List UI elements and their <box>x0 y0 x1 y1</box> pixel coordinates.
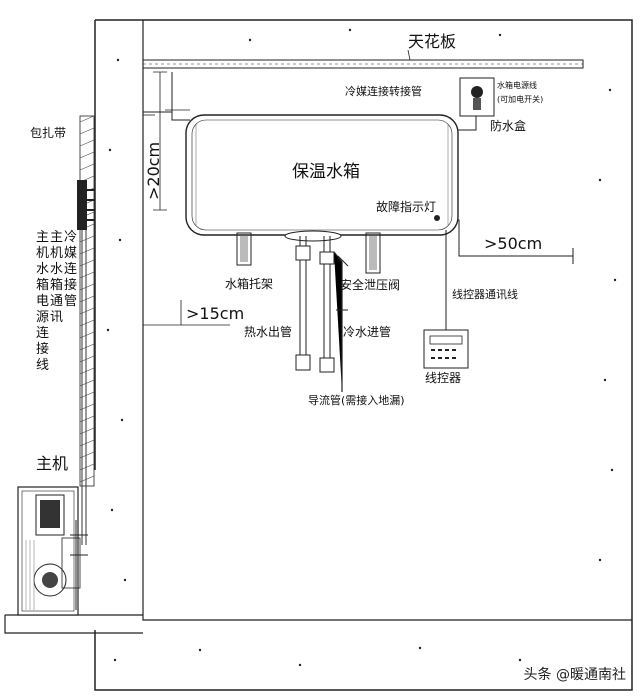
dim-left <box>143 300 230 326</box>
hot-out-label: 热水出管 <box>244 325 293 339</box>
dim-top <box>153 71 167 211</box>
controller-cable-label: 线控器通讯线 <box>452 288 518 301</box>
gap-left-label: >15cm <box>186 304 245 323</box>
right-wiring <box>423 77 574 369</box>
wrap-belt-label: 包扎带 <box>30 126 67 140</box>
tank-brackets <box>236 232 381 274</box>
refrigerant-pipe <box>143 72 190 121</box>
main-unit-label: 主机 <box>36 454 69 473</box>
outdoor-unit <box>17 486 88 616</box>
inner-room <box>142 20 632 621</box>
ceiling-label: 天花板 <box>408 32 457 51</box>
fault-lamp-label: 故障指示灯 <box>376 200 437 214</box>
drain-label: 导流管(需接入地漏) <box>308 394 405 407</box>
tank-label: 保温水箱 <box>292 162 360 182</box>
refrigerant-joint-label: 冷媒连接转接管 <box>345 85 422 98</box>
watermark: 头条 @暖通南社 <box>523 667 626 683</box>
pipe-bundle <box>77 180 95 545</box>
power-note-line1: 水箱电源线 <box>497 81 537 90</box>
left-wall-hatch <box>79 115 95 487</box>
tank-bracket-label: 水箱托架 <box>225 277 274 291</box>
tank-pipes <box>284 230 349 392</box>
cold-in-label: 冷水进管 <box>343 325 392 339</box>
vertical-label-col2: 主 机 水 箱 通 讯 <box>50 230 64 325</box>
vertical-label-col3: 冷 媒 连 接 管 <box>64 230 78 309</box>
power-note-line2: (可加电开关) <box>497 95 544 104</box>
outer-wall <box>94 19 633 691</box>
gap-top-label: >20cm <box>144 141 163 200</box>
texture-dots <box>106 28 617 667</box>
vertical-label-col1: 主 机 水 箱 电 源 连 接 线 <box>36 230 50 373</box>
safety-valve-label: 安全泄压阀 <box>340 278 401 292</box>
gap-right-label: >50cm <box>484 234 543 253</box>
floor-ledge <box>4 614 143 634</box>
controller-label: 线控器 <box>425 371 462 385</box>
waterproof-box-label: 防水盒 <box>490 119 527 133</box>
water-tank <box>185 114 459 236</box>
